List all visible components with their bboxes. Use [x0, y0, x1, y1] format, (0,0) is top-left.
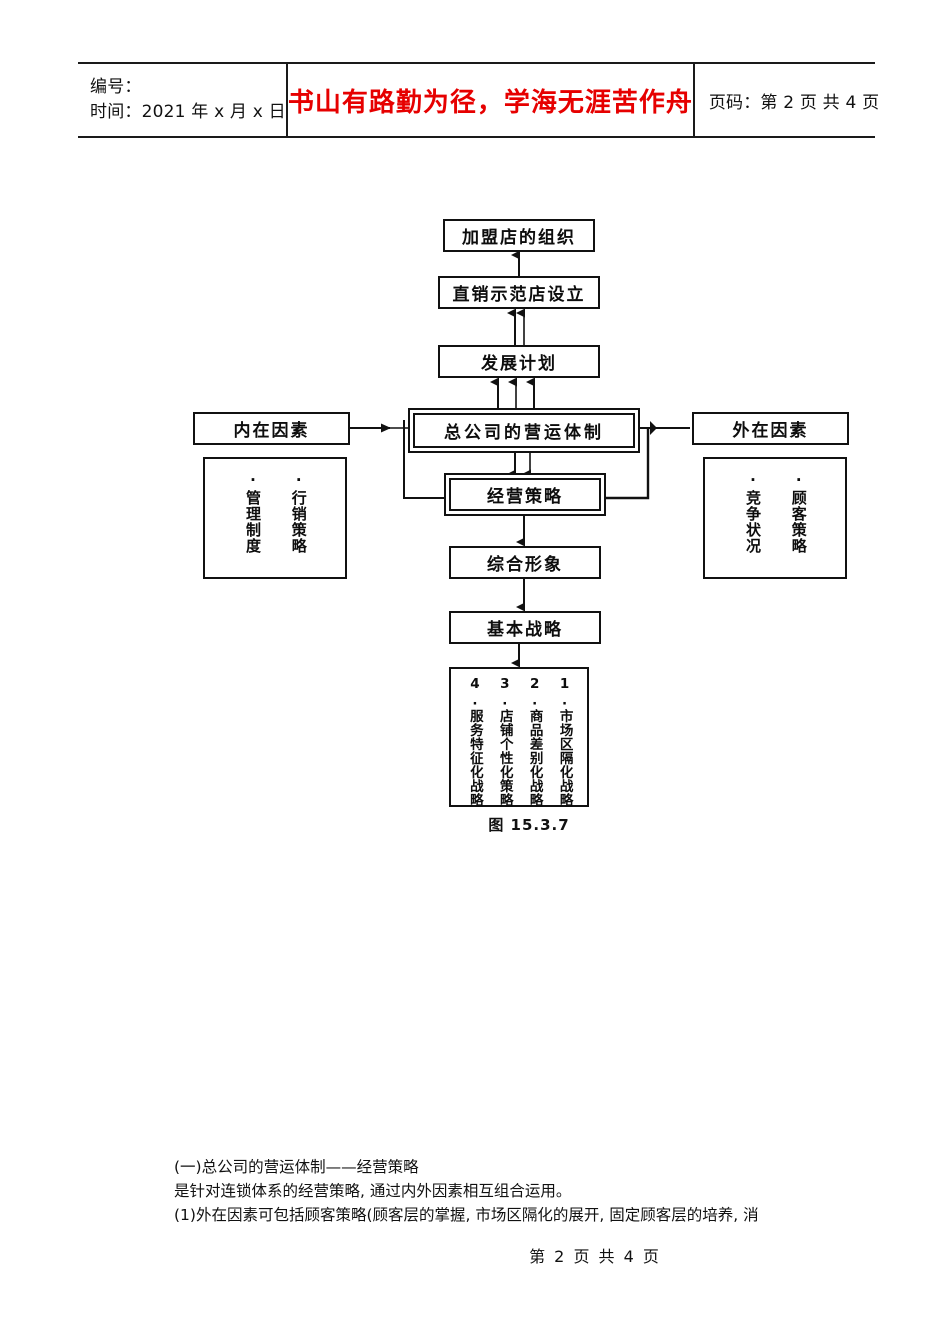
body-text-block: (一)总公司的营运体制——经营策略 是针对连锁体系的经营策略, 通过内外因素相互… — [174, 1155, 874, 1227]
strategies-box: 1.市场区隔化战略 2.商品差别化战略 3.店铺个性化策略 4.服务特征化战略 — [449, 667, 589, 807]
body-line-1: 是针对连锁体系的经营策略, 通过内外因素相互组合运用。 — [174, 1182, 572, 1201]
footer-pagination: 第 2 页 共 4 页 — [529, 1247, 661, 1266]
arrowhead-bus-right — [650, 421, 657, 435]
external-detail-item-1: ·竞争状况 — [744, 471, 762, 554]
header-time-label: 时间：2021 年 x 月 x 日 — [90, 102, 286, 122]
page-footer: 第 2 页 共 4 页 — [0, 1243, 950, 1267]
figure-caption: 图 15.3.7 — [488, 816, 570, 834]
page-header: 编号： 时间：2021 年 x 月 x 日 书山有路勤为径，学海无涯苦作舟 页码… — [78, 62, 879, 138]
node-external-factors: 外在因素 — [692, 412, 849, 445]
header-slogan-cell: 书山有路勤为径，学海无涯苦作舟 — [288, 64, 695, 136]
node-hq-operation-system: 总公司的营运体制 — [413, 413, 635, 448]
bracket-right-from-bizstrategy — [601, 429, 650, 500]
strategy-item-3: 4.服务特征化战略 — [466, 676, 483, 807]
header-right-cell: 页码：第 2 页 共 4 页 — [695, 64, 879, 136]
body-line-2: (1)外在因素可包括顾客策略(顾客层的掌握, 市场区隔化的展开, 固定顾客层的培… — [174, 1206, 759, 1225]
header-slogan: 书山有路勤为径，学海无涯苦作舟 — [287, 87, 693, 118]
strategy-item-0: 1.市场区隔化战略 — [556, 676, 573, 807]
node-franchise-organization: 加盟店的组织 — [443, 219, 595, 252]
external-detail-item-0: ·顾客策略 — [789, 471, 808, 554]
header-left-cell: 编号： 时间：2021 年 x 月 x 日 — [78, 64, 288, 136]
node-internal-factors: 内在因素 — [193, 412, 350, 445]
header-pagination: 页码：第 2 页 共 4 页 — [708, 92, 880, 113]
internal-detail-item-0: ·行销策略 — [289, 471, 308, 554]
internal-factors-detail-box: ·行销策略 ·管理制度 — [203, 457, 347, 579]
node-business-strategy: 经营策略 — [449, 478, 601, 511]
header-id-label: 编号： — [90, 77, 142, 98]
node-basic-strategy: 基本战略 — [449, 611, 601, 644]
node-development-plan: 发展计划 — [438, 345, 600, 378]
internal-detail-item-1: ·管理制度 — [244, 471, 262, 554]
strategy-item-1: 2.商品差别化战略 — [526, 676, 543, 807]
node-composite-image: 综合形象 — [449, 546, 601, 579]
node-direct-demo-store: 直销示范店设立 — [438, 276, 600, 309]
strategy-item-2: 3.店铺个性化策略 — [496, 676, 513, 807]
bracket-left-to-bizstrategy — [403, 420, 447, 499]
external-factors-detail-box: ·顾客策略 ·竞争状况 — [703, 457, 847, 579]
body-line-0: (一)总公司的营运体制——经营策略 — [174, 1158, 419, 1176]
